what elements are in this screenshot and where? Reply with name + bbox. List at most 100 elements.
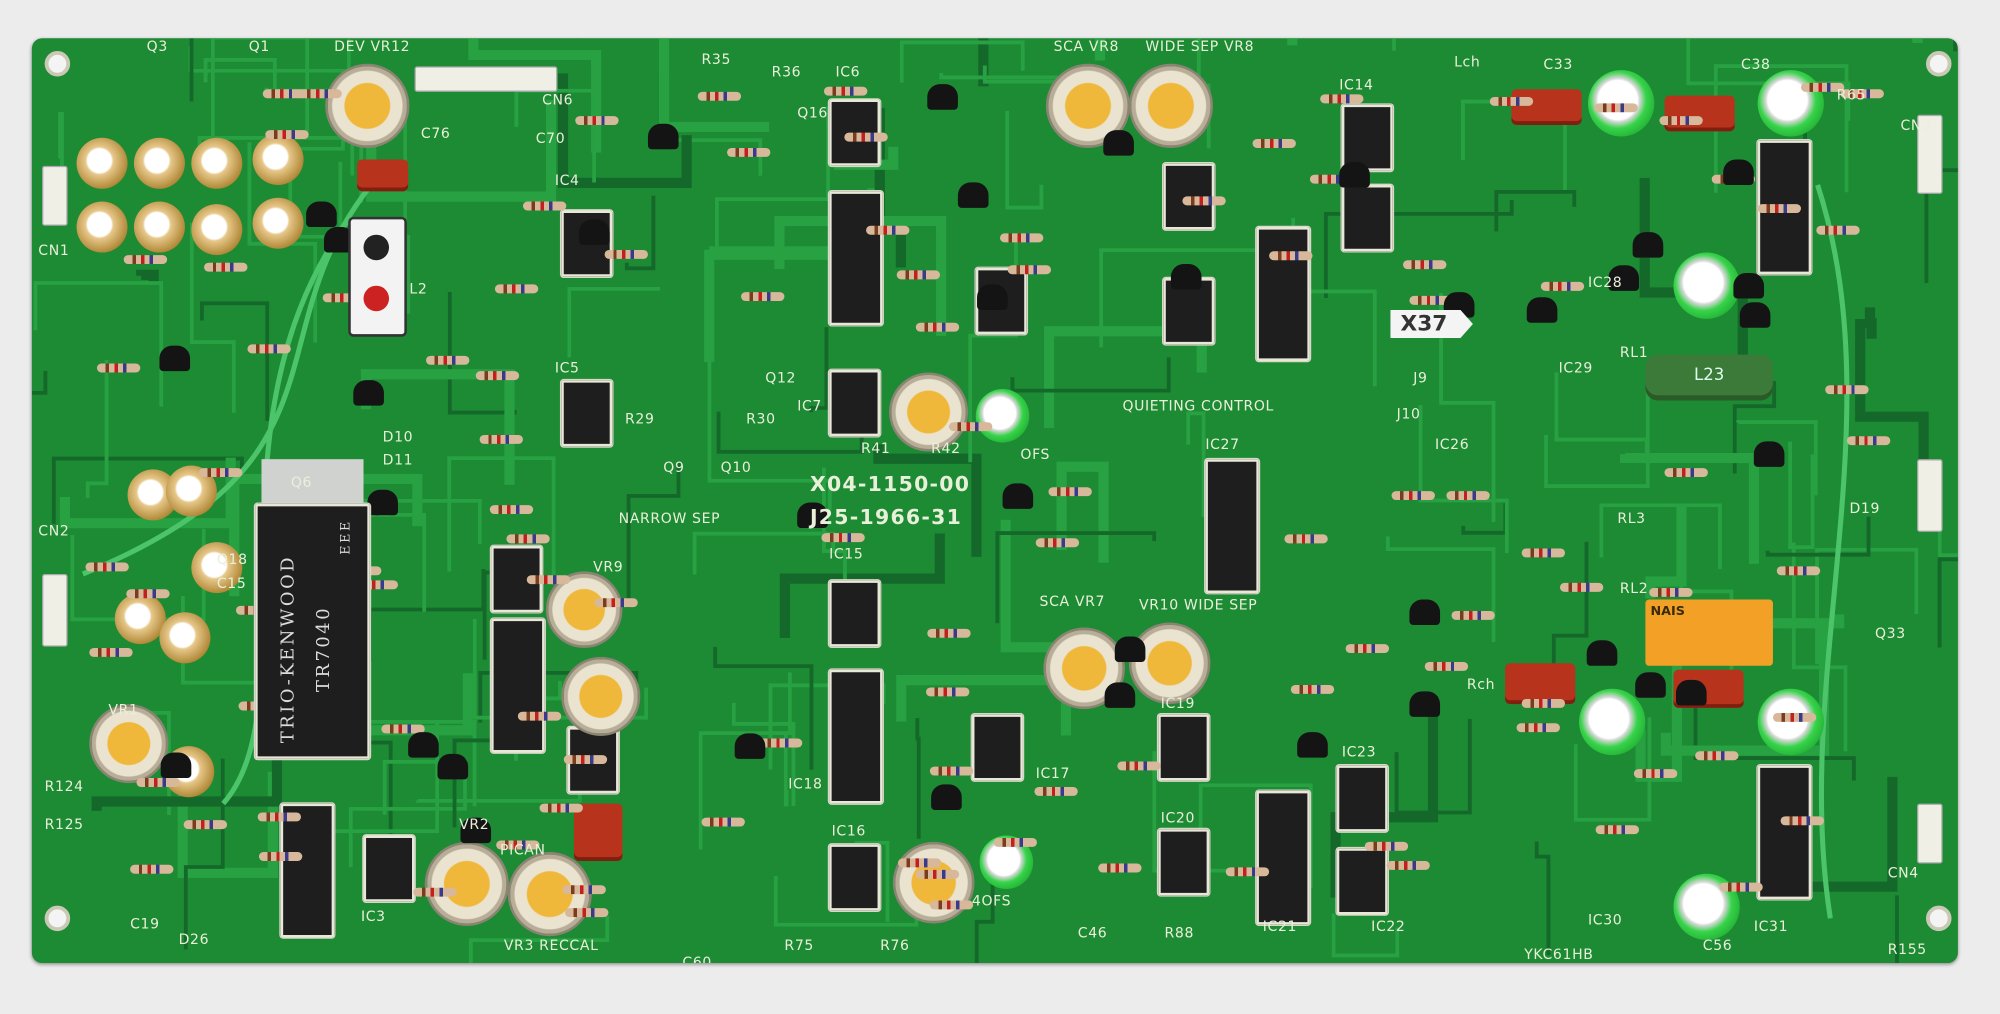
transistor	[927, 83, 958, 110]
copper-trace	[183, 758, 225, 950]
resistor	[844, 133, 888, 142]
copper-trace	[468, 38, 602, 153]
green-electrolytic-capacitor	[1757, 70, 1824, 137]
silkscreen-label: R41	[860, 440, 891, 457]
silkscreen-label: Q3	[146, 38, 168, 55]
connector-cn2	[42, 573, 68, 647]
main-chip-mark: EEE	[339, 519, 354, 555]
transistor	[353, 379, 384, 406]
resistor	[1659, 116, 1703, 126]
resistor	[1007, 264, 1052, 274]
electrolytic-capacitor	[252, 133, 304, 185]
resistor	[136, 777, 181, 787]
electrolytic-capacitor	[159, 612, 211, 664]
ic-dip8	[966, 714, 1029, 781]
silkscreen-label: R88	[1164, 924, 1195, 942]
resistor	[1824, 385, 1868, 395]
resistor	[915, 870, 959, 880]
resistor	[1634, 769, 1678, 779]
resistor	[1098, 863, 1142, 873]
resistor	[247, 344, 291, 354]
copper-trace	[348, 759, 467, 868]
silkscreen-label: Q6	[290, 474, 313, 492]
transistor	[797, 501, 828, 528]
silkscreen-label: C33	[1543, 56, 1573, 73]
resistor	[925, 686, 970, 696]
ic-dip8	[1331, 848, 1393, 915]
resistor	[1522, 548, 1566, 558]
transistor	[1103, 130, 1135, 156]
revision: J25-1966-31	[809, 505, 963, 530]
resistor	[489, 505, 533, 515]
copper-trace	[1736, 420, 1818, 496]
transistor	[306, 201, 337, 227]
resistor	[1284, 534, 1328, 544]
resistor	[1424, 662, 1468, 672]
copper-trace	[915, 718, 921, 839]
electrolytic-capacitor	[191, 204, 243, 256]
silkscreen-label: R124	[44, 778, 84, 795]
transistor	[931, 784, 962, 810]
copper-trace	[177, 751, 278, 878]
silkscreen-label: Q10	[720, 459, 752, 476]
trimmer-pot	[889, 372, 969, 452]
green-electrolytic-capacitor	[1579, 688, 1646, 756]
silkscreen-label: R65	[1836, 86, 1867, 104]
resistor	[1035, 538, 1080, 548]
silkscreen-label: IC28	[1587, 274, 1623, 291]
resistor	[259, 851, 303, 861]
silkscreen-label: CN4	[1887, 864, 1919, 882]
resistor	[727, 147, 771, 157]
silkscreen-label: Q16	[797, 104, 828, 122]
copper-trace	[557, 73, 692, 189]
resistor	[1252, 139, 1297, 149]
silkscreen-label: IC19	[1160, 695, 1196, 712]
copper-trace	[200, 301, 270, 421]
copper-trace	[1385, 536, 1496, 642]
copper-trace	[468, 915, 610, 964]
silkscreen-label: PICAN	[499, 841, 546, 859]
silkscreen-label: Rch	[1466, 676, 1496, 693]
copper-trace	[995, 531, 1157, 624]
resistor	[916, 322, 960, 332]
transistor	[734, 733, 766, 759]
electrolytic-capacitor	[191, 137, 243, 189]
inductor-label: L23	[1693, 366, 1725, 386]
connector-cn6	[414, 66, 558, 92]
silkscreen-label: VR1	[108, 701, 139, 719]
resistor	[1847, 436, 1891, 446]
resistor	[183, 820, 227, 830]
silkscreen-label: Q12	[765, 369, 797, 387]
ic-dip16	[485, 618, 550, 753]
resistor	[1290, 684, 1334, 694]
silkscreen-label: IC3	[360, 908, 386, 925]
silkscreen-label: RL3	[1617, 510, 1646, 527]
resistor	[1649, 588, 1693, 597]
copper-trace	[1937, 557, 1958, 648]
mounting-hole	[1926, 51, 1952, 77]
silkscreen-label: IC14	[1339, 76, 1374, 94]
resistor	[1840, 89, 1885, 99]
silkscreen-label: R30	[746, 410, 776, 428]
transistor	[1723, 159, 1755, 185]
resistor	[929, 766, 974, 776]
silkscreen-label: CN3	[1900, 117, 1932, 134]
copper-trace	[1732, 381, 1777, 474]
silkscreen-label: R125	[44, 816, 84, 833]
silkscreen-label: C76	[420, 124, 451, 142]
resistor	[495, 283, 539, 293]
resistor	[1800, 83, 1845, 92]
transistor	[407, 731, 439, 758]
trimmer-pot	[507, 852, 592, 937]
copper-trace	[1855, 319, 1929, 469]
transistor	[1676, 680, 1707, 706]
silkscreen-label: VR2	[459, 816, 490, 833]
resistor	[562, 885, 606, 895]
silkscreen-label: IC7	[797, 397, 822, 415]
copper-trace	[136, 269, 159, 283]
copper-trace	[1788, 441, 1815, 550]
green-electrolytic-capacitor	[975, 389, 1030, 443]
ic-dip8	[1153, 829, 1215, 896]
copper-trace	[731, 702, 796, 807]
transistor	[1739, 302, 1771, 328]
